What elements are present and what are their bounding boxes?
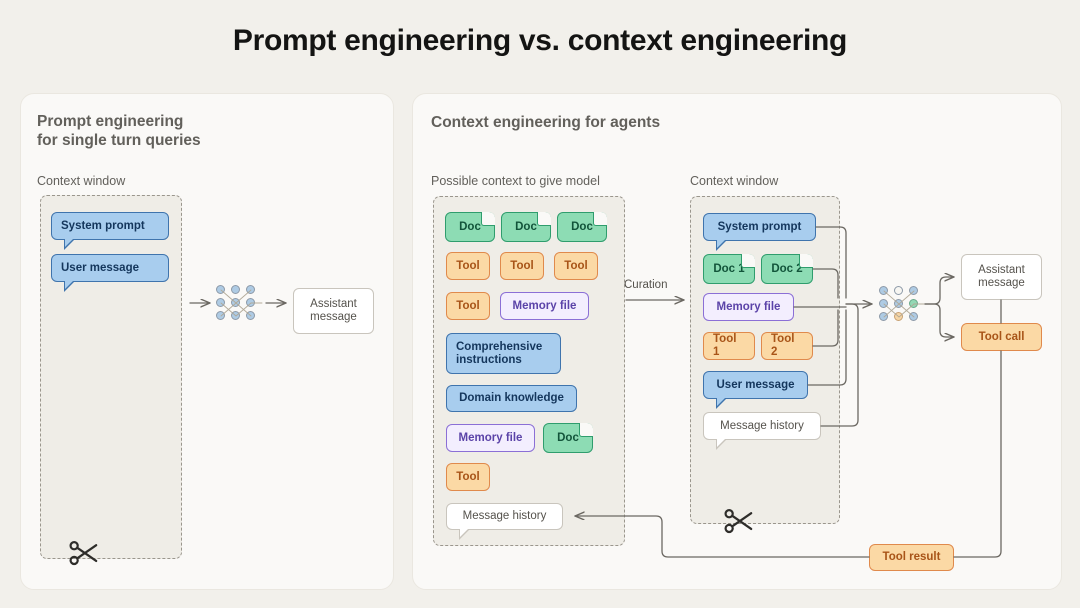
chip-memory-file-ctx[interactable]: Memory file: [703, 293, 794, 321]
chip-comprehensive-instructions[interactable]: Comprehensive instructions: [446, 333, 561, 374]
chip-label: Assistant message: [978, 264, 1025, 289]
chip-label: Domain knowledge: [459, 392, 564, 404]
chip-label: Doc: [459, 220, 481, 233]
right-context-window-label: Context window: [690, 174, 779, 188]
chip-user-message-left[interactable]: User message: [51, 254, 169, 292]
chip-label: User message: [61, 261, 139, 274]
chip-message-history-pool[interactable]: Message history: [446, 503, 563, 540]
chip-label: Doc: [515, 220, 537, 233]
chip-domain-knowledge[interactable]: Domain knowledge: [446, 385, 577, 412]
chip-label: Tool 2: [771, 333, 795, 358]
neural-network-icon-right: [879, 286, 923, 322]
chip-doc-2[interactable]: Doc: [501, 211, 552, 242]
chip-system-prompt-right[interactable]: System prompt: [703, 213, 816, 251]
chip-memory-file-1[interactable]: Memory file: [500, 292, 589, 320]
chip-doc-2-ctx[interactable]: Doc 2: [761, 253, 814, 284]
curation-label: Curation: [624, 279, 668, 291]
assistant-message-right[interactable]: Assistant message: [961, 254, 1042, 300]
chip-label: Comprehensive instructions: [456, 340, 543, 366]
chip-user-message-ctx[interactable]: User message: [703, 371, 808, 409]
doc-fold-corner: [593, 211, 608, 226]
neural-network-icon-left: [216, 285, 260, 321]
chip-doc-1[interactable]: Doc: [445, 211, 496, 242]
chip-label: Doc 2: [771, 262, 803, 275]
tool-call-box[interactable]: Tool call: [961, 323, 1042, 351]
chip-label: Tool: [456, 470, 480, 483]
chip-tool-1-ctx[interactable]: Tool 1: [703, 332, 755, 360]
right-panel-title: Context engineering for agents: [431, 114, 661, 131]
doc-fold-corner: [741, 253, 756, 268]
chip-label: Assistant message: [310, 298, 357, 323]
chip-label: Tool: [510, 259, 534, 272]
left-context-window-box: [40, 195, 182, 559]
chip-tool-2-ctx[interactable]: Tool 2: [761, 332, 813, 360]
chip-label: System prompt: [61, 219, 145, 232]
doc-fold-corner: [537, 211, 552, 226]
chip-system-prompt-left[interactable]: System prompt: [51, 212, 169, 250]
chip-label: Tool 1: [713, 333, 737, 358]
chip-label: Doc: [557, 431, 579, 444]
chip-label: Memory file: [716, 300, 781, 313]
chip-label: Tool: [456, 299, 480, 312]
left-panel-title: Prompt engineering for single turn queri…: [37, 113, 201, 149]
chip-label: Tool: [564, 259, 588, 272]
chip-label: Doc 1: [713, 262, 745, 275]
chip-tool-1[interactable]: Tool: [446, 252, 490, 280]
doc-fold-corner: [579, 422, 594, 437]
chip-label: Tool result: [882, 551, 941, 563]
possible-context-label: Possible context to give model: [431, 174, 600, 188]
chip-doc-3[interactable]: Doc: [557, 211, 608, 242]
chip-tool-4[interactable]: Tool: [446, 292, 490, 320]
chip-label: Message history: [720, 419, 804, 432]
doc-fold-corner: [799, 253, 814, 268]
tool-result-box[interactable]: Tool result: [869, 544, 954, 571]
chip-label: Tool: [456, 259, 480, 272]
chip-doc-4[interactable]: Doc: [543, 422, 594, 453]
chip-tool-5[interactable]: Tool: [446, 463, 490, 491]
page-title: Prompt engineering vs. context engineeri…: [232, 24, 848, 57]
chip-label: User message: [716, 378, 795, 391]
chip-label: Memory file: [512, 299, 577, 312]
left-context-window-label: Context window: [37, 174, 126, 188]
chip-label: Memory file: [458, 431, 523, 444]
chip-label: Message history: [462, 510, 547, 522]
chip-doc-1-ctx[interactable]: Doc 1: [703, 253, 756, 284]
chip-memory-file-2[interactable]: Memory file: [446, 424, 535, 452]
chip-label: System prompt: [717, 220, 802, 233]
assistant-message-left[interactable]: Assistant message: [293, 288, 374, 334]
doc-fold-corner: [481, 211, 496, 226]
chip-tool-2[interactable]: Tool: [500, 252, 544, 280]
chip-label: Doc: [571, 220, 593, 233]
chip-label: Tool call: [978, 330, 1025, 343]
chip-tool-3[interactable]: Tool: [554, 252, 598, 280]
chip-message-history-ctx[interactable]: Message history: [703, 412, 821, 450]
right-context-window-box: [690, 196, 840, 524]
